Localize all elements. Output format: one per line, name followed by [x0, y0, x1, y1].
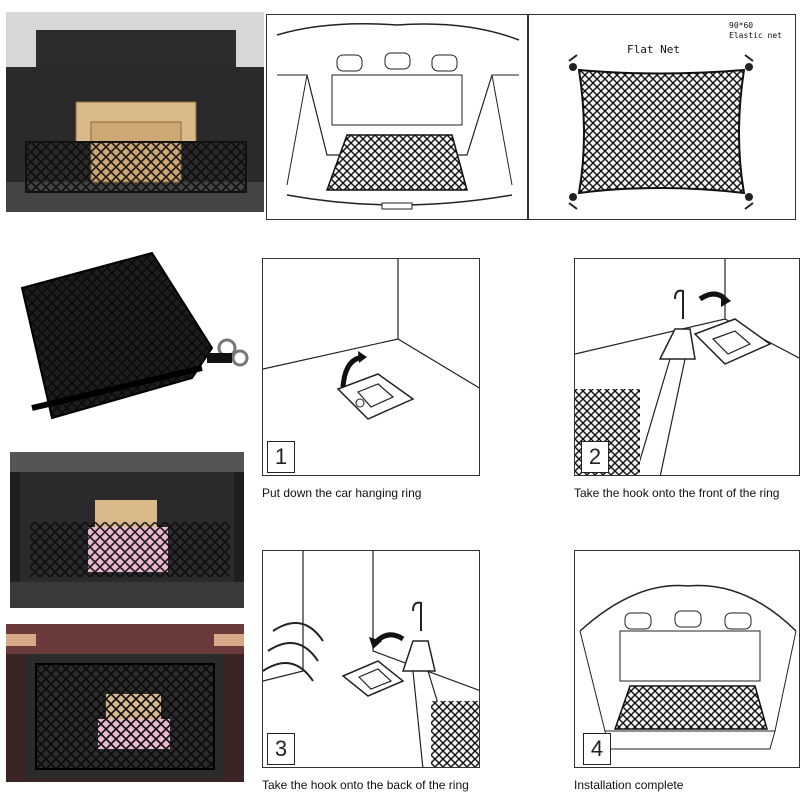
step-2-caption: Take the hook onto the front of the ring: [574, 486, 780, 500]
step-1-number: 1: [267, 441, 295, 473]
flat-net-title: Flat Net: [627, 43, 680, 56]
photo-trunk-net-boxes: [6, 12, 264, 212]
photo-trunk-vertical-net: [6, 624, 244, 782]
step-2-diagram: 2: [574, 258, 800, 476]
diagram-trunk-flat-net: [266, 14, 528, 220]
step-3-number: 3: [267, 733, 295, 765]
step-1-diagram: 1: [262, 258, 480, 476]
photo-net-product: [12, 248, 252, 428]
photo-suv-trunk-net: [10, 452, 244, 608]
step-2-number: 2: [581, 441, 609, 473]
net-size-label: 90*60: [729, 21, 754, 30]
step-4-number: 4: [583, 733, 611, 765]
step-3-diagram: 3: [262, 550, 480, 768]
step-3-caption: Take the hook onto the back of the ring: [262, 778, 469, 792]
step-4-caption: Installation complete: [574, 778, 684, 792]
step-1-caption: Put down the car hanging ring: [262, 486, 422, 500]
step-4-diagram: 4: [574, 550, 800, 768]
diagram-flat-net-product: 90*60 Elastic net Flat Net: [528, 14, 796, 220]
net-type-label: Elastic net: [729, 31, 782, 40]
